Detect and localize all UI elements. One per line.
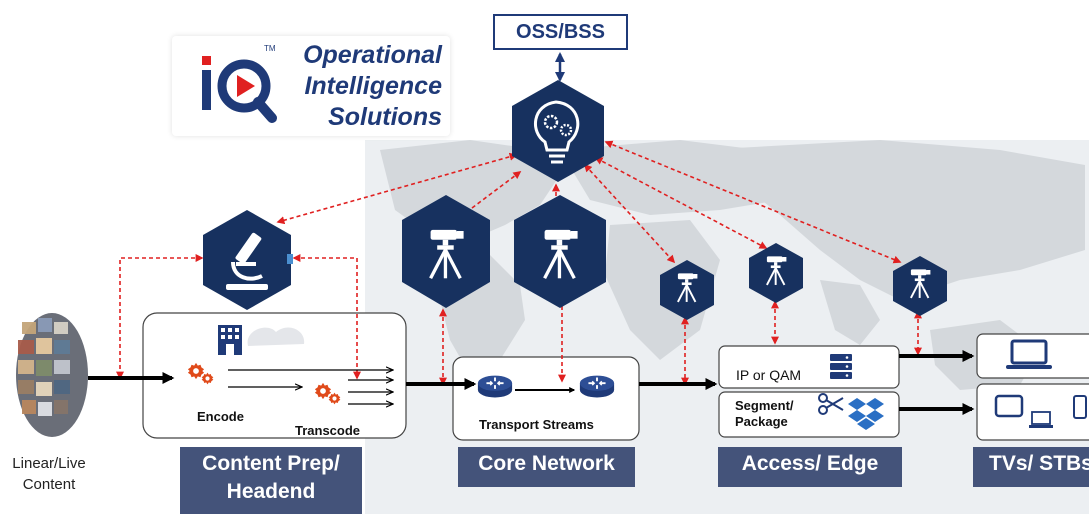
cloud-icon	[247, 327, 305, 346]
logo-line-3: Solutions	[328, 103, 442, 131]
microscope-icon	[203, 210, 293, 310]
router-icon	[578, 374, 616, 399]
package-label: Package	[735, 414, 788, 429]
content-prep-banner: Content Prep/ Headend	[180, 447, 362, 514]
server-stack-icon	[830, 354, 852, 379]
laptop-icon	[1006, 339, 1052, 369]
oss-bss-box: OSS/BSS	[493, 14, 628, 50]
encode-label: Encode	[197, 409, 244, 424]
access-edge-banner: Access/ Edge	[718, 447, 902, 487]
core-network-banner: Core Network	[458, 447, 635, 487]
linear-live-content-thumbnail	[16, 313, 88, 437]
ip-qam-label: IP or QAM	[736, 367, 802, 383]
building-icon	[218, 325, 242, 355]
laptop-icon	[1029, 411, 1053, 428]
logo-line-1: Operational	[303, 41, 442, 69]
ip-qam-box	[718, 345, 900, 389]
surveyor-tripod-icon	[660, 260, 714, 320]
router-icon	[476, 374, 514, 399]
tv-device-box	[976, 333, 1089, 379]
segment-label: Segment/	[735, 398, 794, 413]
content-prep-line-2: Headend	[226, 480, 316, 503]
lightbulb-gears-icon	[512, 80, 604, 182]
trademark-mark: TM	[264, 44, 276, 53]
surveyor-tripod-icon	[749, 243, 803, 303]
transport-streams-label: Transport Streams	[479, 417, 594, 432]
segment-package-label: Segment/ Package	[735, 398, 794, 430]
source-label-line-2: Content	[22, 476, 76, 493]
surveyor-tripod-icon	[893, 256, 947, 316]
tablet-icon	[994, 394, 1024, 418]
source-label-line-1: Linear/Live	[12, 455, 86, 472]
content-prep-line-1: Content Prep/	[202, 452, 340, 475]
surveyor-tripod-icon	[514, 195, 606, 308]
logo-line-2: Intelligence	[304, 72, 442, 100]
scissors-icon	[818, 393, 844, 415]
dropbox-icon	[848, 398, 884, 430]
iq-logo-mark	[202, 56, 277, 123]
logo-panel: TM	[172, 36, 450, 136]
phone-icon	[1073, 395, 1087, 419]
tvs-stbs-banner: TVs/ STBs	[973, 447, 1089, 487]
surveyor-tripod-icon	[402, 195, 490, 308]
transcode-label: Transcode	[295, 423, 361, 438]
source-label: Linear/Live Content	[4, 453, 94, 495]
logo-text: Operational Intelligence Solutions	[282, 40, 442, 133]
